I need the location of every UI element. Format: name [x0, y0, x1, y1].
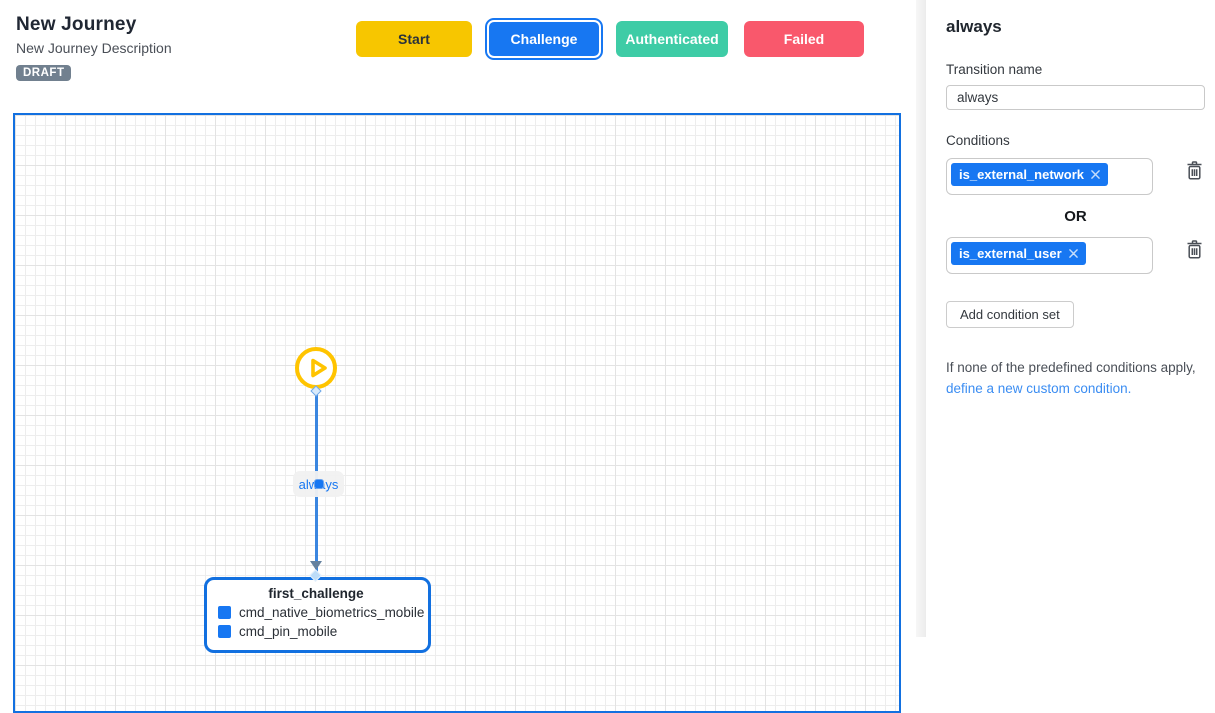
- panel-title: always: [946, 17, 1205, 37]
- transition-name-input[interactable]: [946, 85, 1205, 110]
- node-item[interactable]: cmd_native_biometrics_mobile: [218, 605, 418, 620]
- trash-icon: [1186, 240, 1203, 259]
- custom-condition-note: If none of the predefined conditions app…: [946, 357, 1205, 399]
- condition-chip-label: is_external_network: [959, 167, 1084, 182]
- panel-resizer[interactable]: [916, 0, 926, 637]
- journey-canvas[interactable]: always first_challenge cmd_native_biomet…: [13, 113, 901, 713]
- challenge-button[interactable]: Challenge: [488, 21, 600, 57]
- transition-details-panel: always Transition name Conditions is_ext…: [926, 0, 1215, 637]
- add-condition-set-button[interactable]: Add condition set: [946, 301, 1074, 328]
- remove-chip-icon[interactable]: [1069, 249, 1078, 258]
- node-toolbar: Start Challenge Authenticated Failed: [356, 21, 864, 57]
- conditions-label: Conditions: [946, 133, 1205, 148]
- remove-chip-icon[interactable]: [1091, 170, 1100, 179]
- trash-icon: [1186, 161, 1203, 180]
- blue-square-icon: [218, 625, 231, 638]
- play-icon: [306, 356, 330, 380]
- condition-chip-label: is_external_user: [959, 246, 1062, 261]
- node-item-label: cmd_native_biometrics_mobile: [239, 605, 424, 620]
- condition-set-row: is_external_network: [946, 158, 1205, 195]
- node-title: first_challenge: [214, 586, 418, 601]
- condition-chip[interactable]: is_external_network: [951, 163, 1108, 186]
- edge-midpoint-handle[interactable]: [314, 479, 324, 489]
- delete-condition-set-button[interactable]: [1186, 161, 1203, 183]
- condition-chip[interactable]: is_external_user: [951, 242, 1086, 265]
- condition-set-row: is_external_user: [946, 237, 1205, 274]
- blue-square-icon: [218, 606, 231, 619]
- start-button[interactable]: Start: [356, 21, 472, 57]
- status-badge: DRAFT: [16, 65, 71, 81]
- journey-header: New Journey New Journey Description DRAF…: [16, 14, 172, 81]
- transition-name-label: Transition name: [946, 62, 1205, 77]
- note-text: If none of the predefined conditions app…: [946, 360, 1196, 375]
- page-subtitle: New Journey Description: [16, 40, 172, 56]
- authenticated-button[interactable]: Authenticated: [616, 21, 728, 57]
- edge-label-always[interactable]: always: [293, 471, 344, 497]
- condition-set-input[interactable]: is_external_network: [946, 158, 1153, 195]
- page-title: New Journey: [16, 14, 172, 36]
- start-node[interactable]: [295, 347, 337, 389]
- or-separator: OR: [946, 208, 1205, 225]
- delete-condition-set-button[interactable]: [1186, 240, 1203, 262]
- node-first-challenge[interactable]: first_challenge cmd_native_biometrics_mo…: [204, 577, 431, 653]
- define-custom-condition-link[interactable]: define a new custom condition.: [946, 381, 1131, 396]
- failed-button[interactable]: Failed: [744, 21, 864, 57]
- condition-set-input[interactable]: is_external_user: [946, 237, 1153, 274]
